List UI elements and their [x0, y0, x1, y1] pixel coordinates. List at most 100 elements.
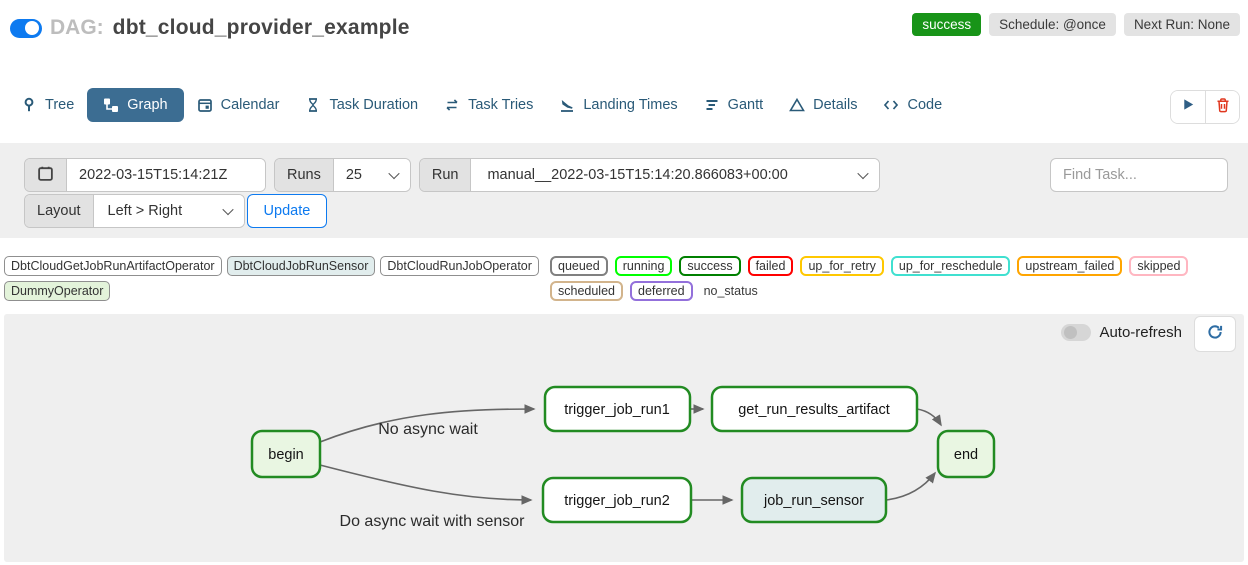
edge-label-async-sensor: Do async wait with sensor [340, 513, 526, 530]
state-badge-deferred: deferred [630, 281, 693, 301]
tab-graph[interactable]: Graph [87, 88, 184, 122]
dag-label: DAG: [50, 16, 104, 39]
graph-node-begin[interactable]: begin [250, 429, 322, 479]
graph-edge-artifact-end [916, 408, 942, 427]
tab-details[interactable]: Details [776, 88, 870, 122]
delete-dag-button[interactable] [1205, 91, 1239, 123]
tab-gantt[interactable]: Gantt [691, 88, 776, 122]
tab-label: Calendar [220, 97, 280, 113]
state-badge-failed: failed [747, 256, 794, 276]
runs-group: Runs 25 [274, 158, 411, 192]
tab-label: Task Tries [468, 97, 534, 113]
calendar-icon [197, 97, 213, 113]
graph-node-get-run-results-artifact[interactable]: get_run_results_artifact [710, 385, 919, 433]
code-icon [883, 97, 899, 113]
trash-icon [1215, 97, 1231, 118]
operator-badge: DbtCloudGetJobRunArtifactOperator [4, 256, 222, 276]
tab-task-tries[interactable]: Task Tries [431, 88, 546, 122]
calendar-icon [37, 165, 54, 186]
runs-label: Runs [275, 159, 334, 191]
graph-node-end[interactable]: end [936, 429, 996, 479]
dag-action-buttons [1170, 90, 1240, 124]
tab-label: Task Duration [329, 97, 419, 113]
node-label: trigger_job_run2 [564, 493, 670, 509]
base-date-group [24, 158, 266, 192]
dag-title: dbt_cloud_provider_example [112, 16, 410, 39]
tab-calendar[interactable]: Calendar [184, 88, 293, 122]
dag-header: DAG: dbt_cloud_provider_example success … [10, 12, 1240, 40]
toggle-knob [25, 21, 39, 35]
triangle-icon [789, 97, 806, 113]
plane-landing-icon [559, 97, 575, 113]
filter-panel: Runs 25 Run manual__2022-03-15T15:14:20.… [0, 143, 1248, 238]
schedule-badge: Schedule: @once [989, 12, 1116, 36]
operator-badge: DbtCloudRunJobOperator [380, 256, 539, 276]
tab-label: Tree [45, 97, 75, 113]
refresh-icon [1206, 323, 1224, 346]
state-badge-up-for-retry: up_for_retry [800, 256, 884, 276]
state-badge-scheduled: scheduled [550, 281, 623, 301]
dag-pause-toggle[interactable] [10, 18, 42, 38]
graph-edge-begin-run1 [319, 404, 536, 443]
view-tabs: Tree Graph Calendar Task Duration Task T… [8, 88, 955, 122]
tab-tree[interactable]: Tree [8, 88, 87, 122]
filter-row-1: Runs 25 Run manual__2022-03-15T15:14:20.… [24, 158, 881, 192]
operator-badge: DbtCloudJobRunSensor [226, 256, 376, 276]
chevron-down-icon [388, 167, 400, 180]
layout-select[interactable]: Left > Right [93, 195, 244, 227]
graph-node-job-run-sensor[interactable]: job_run_sensor [740, 476, 888, 524]
node-label: trigger_job_run1 [564, 402, 670, 418]
toggle-knob [1063, 326, 1077, 339]
trigger-dag-button[interactable] [1171, 91, 1205, 123]
base-date-input[interactable] [67, 159, 265, 191]
state-badge-running: running [614, 256, 673, 276]
graph-node-trigger-job-run1[interactable]: trigger_job_run1 [543, 385, 692, 433]
state-badge-queued: queued [550, 256, 608, 276]
refresh-button[interactable] [1194, 316, 1236, 352]
operator-badge: DummyOperator [4, 281, 111, 301]
auto-refresh-toggle[interactable] [1061, 324, 1092, 341]
no-status-label: no_status [703, 284, 758, 298]
tab-label: Landing Times [583, 97, 678, 113]
runs-select-value: 25 [345, 167, 362, 183]
calendar-button[interactable] [25, 159, 67, 191]
layout-label: Layout [25, 195, 94, 227]
chevron-down-icon [857, 167, 870, 180]
run-select[interactable]: manual__2022-03-15T15:14:20.866083+00:00 [471, 159, 880, 191]
operator-legend: DbtCloudGetJobRunArtifactOperator DbtClo… [4, 256, 544, 301]
runs-select[interactable]: 25 [333, 159, 410, 191]
graph-panel: Auto-refresh No async wait Do async wait… [4, 314, 1244, 562]
graph-icon [103, 97, 119, 113]
state-badge-up-for-reschedule: up_for_reschedule [890, 256, 1011, 276]
tab-code[interactable]: Code [870, 88, 955, 122]
dag-graph-svg: No async wait Do async wait with sensor … [250, 385, 996, 530]
tab-label: Graph [127, 97, 168, 113]
tab-task-duration[interactable]: Task Duration [292, 88, 431, 122]
state-badge-success: success [679, 256, 741, 276]
header-badges: success Schedule: @once Next Run: None [912, 12, 1240, 36]
state-badge-upstream-failed: upstream_failed [1017, 256, 1123, 276]
tab-landing-times[interactable]: Landing Times [546, 88, 690, 122]
gantt-icon [704, 97, 720, 113]
state-badge-skipped: skipped [1129, 256, 1189, 276]
node-label: end [954, 447, 978, 463]
find-task-input[interactable] [1050, 158, 1228, 192]
layout-group: Layout Left > Right [24, 194, 245, 228]
hourglass-icon [305, 97, 321, 113]
graph-edge-begin-run2 [319, 464, 533, 505]
chevron-down-icon [221, 203, 234, 216]
tree-icon [21, 97, 37, 113]
edge-label-no-async: No async wait [378, 421, 478, 438]
run-group: Run manual__2022-03-15T15:14:20.866083+0… [418, 158, 881, 192]
auto-refresh-control: Auto-refresh [1061, 324, 1182, 341]
node-label: begin [268, 447, 303, 463]
graph-node-trigger-job-run2[interactable]: trigger_job_run2 [541, 476, 693, 524]
run-label: Run [419, 159, 472, 191]
tab-label: Details [813, 97, 858, 113]
filter-row-2: Layout Left > Right Update [24, 194, 328, 228]
update-button[interactable]: Update [246, 194, 328, 228]
node-label: get_run_results_artifact [738, 402, 890, 418]
state-legend: queued running success failed up_for_ret… [550, 256, 1244, 301]
repeat-icon [444, 97, 460, 113]
